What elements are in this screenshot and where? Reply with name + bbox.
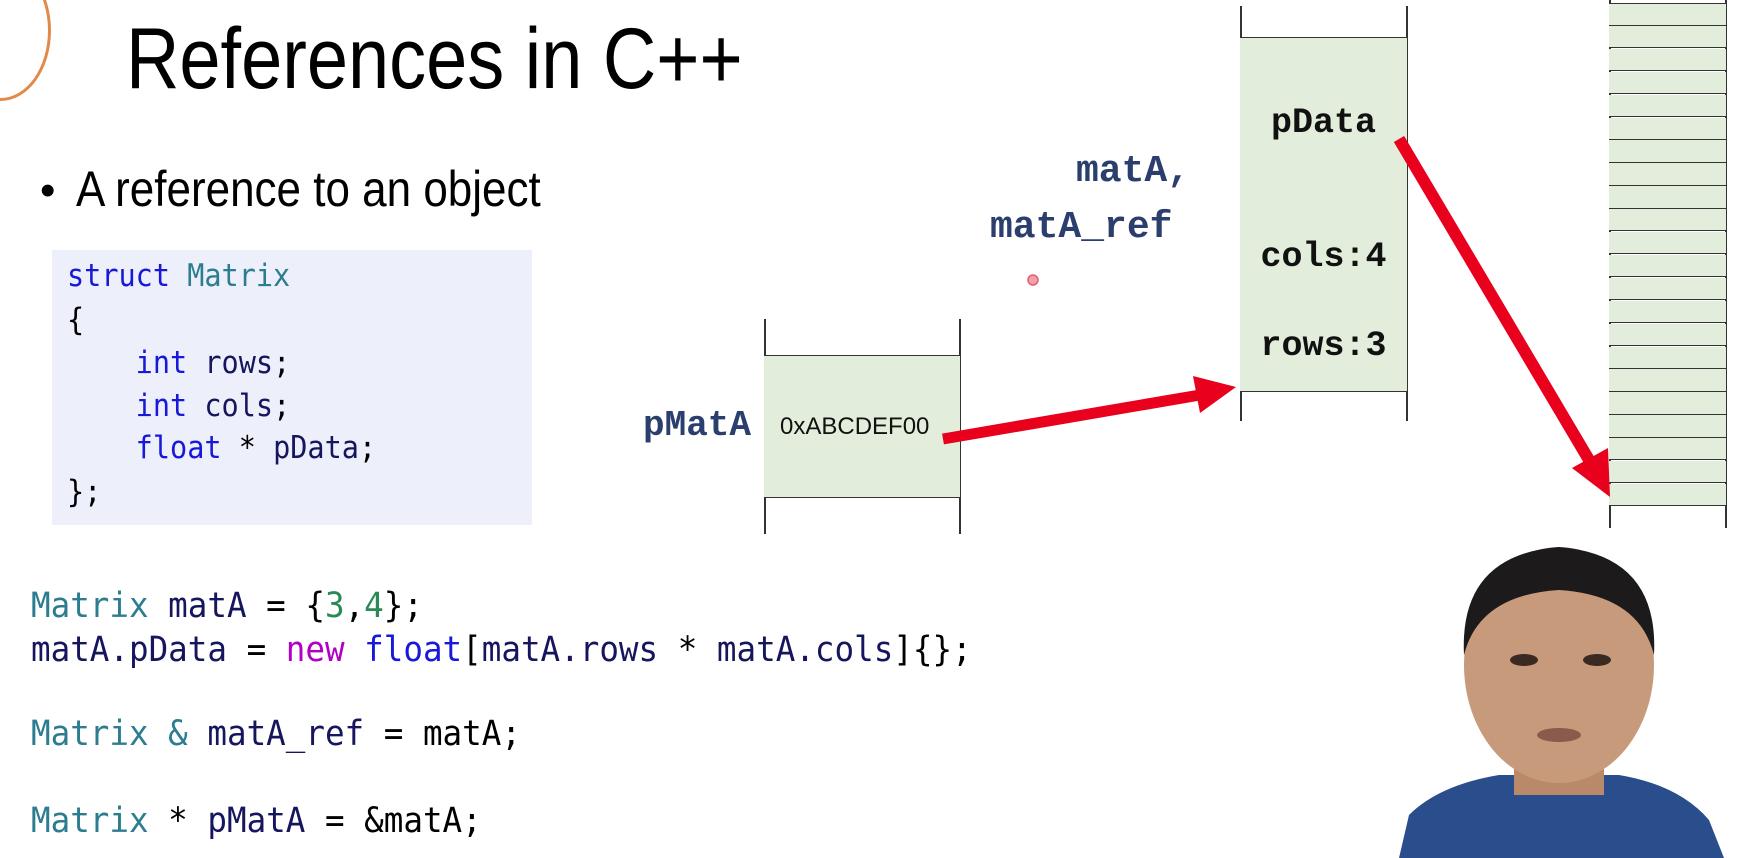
array-cell: [1609, 186, 1726, 209]
field-cols: cols:4: [1260, 237, 1387, 277]
code-token: 4: [364, 586, 384, 626]
array-cell: [1609, 483, 1726, 507]
array-cell: [1609, 25, 1726, 49]
code-token: pData: [273, 430, 359, 466]
object-label-mata-ref: matA_ref: [990, 206, 1173, 249]
code-line: float * pData;: [67, 430, 376, 466]
code-token: = matA;: [364, 714, 521, 754]
array-cell: [1609, 48, 1726, 72]
lecturer-video-inset: [1379, 535, 1743, 858]
array-cell: [1609, 323, 1726, 346]
code-token: matA_ref: [207, 714, 365, 754]
bullet-text: A reference to an object: [76, 161, 541, 217]
code-token: *: [148, 801, 208, 841]
array-cell: [1609, 71, 1726, 95]
array-cell: [1609, 209, 1726, 232]
laser-pointer-dot: [1027, 274, 1039, 286]
code-token: };: [383, 586, 423, 626]
array-cell: [1609, 300, 1726, 324]
code-token: matA.pData: [31, 630, 227, 670]
pointer-arrow: [942, 376, 1236, 445]
object-label-mata: matA,: [1076, 150, 1191, 193]
array-cell: [1609, 163, 1726, 186]
array-cell: [1609, 254, 1726, 278]
matrix-object-cells: pData cols:4 rows:3: [1240, 6, 1408, 421]
array-cell: [1609, 415, 1726, 438]
code-token: matA.rows: [481, 630, 659, 670]
code-line: int cols;: [67, 388, 291, 424]
code-line: Matrix * pMatA = &matA;: [31, 801, 482, 841]
code-token: cols: [187, 388, 274, 424]
struct-code-block: struct Matrix { int rows; int cols; float…: [52, 250, 532, 525]
code-token: int: [67, 345, 188, 381]
code-token: pMatA: [207, 801, 306, 841]
pointer-value: 0xABCDEF00: [780, 413, 930, 440]
array-cell: [1609, 117, 1726, 140]
code-token: =: [226, 630, 286, 670]
code-line: matA.pData = new float[matA.rows * matA.…: [31, 630, 972, 670]
code-line: {: [67, 302, 84, 338]
code-token: ;: [273, 345, 291, 381]
array-cell: [1609, 232, 1726, 255]
code-line: Matrix & matA_ref = matA;: [31, 714, 521, 754]
code-token: ]{};: [893, 630, 972, 670]
array-cell: [1609, 369, 1726, 392]
code-line: int rows;: [67, 345, 291, 381]
code-token: ,: [344, 586, 365, 626]
pointer-label: pMatA: [643, 405, 752, 446]
array-cell: [1609, 438, 1726, 461]
code-token: rows: [187, 345, 274, 381]
code-token: Matrix: [31, 714, 149, 754]
code-token: [: [462, 630, 482, 670]
field-rows: rows:3: [1260, 326, 1387, 366]
code-token: };: [67, 474, 102, 510]
pointer-cell: 0xABCDEF00: [764, 319, 961, 534]
code-token: {: [67, 302, 85, 338]
array-cell: [1609, 461, 1726, 484]
lecturer-image: [1379, 535, 1743, 858]
code-token: float: [344, 630, 463, 670]
code-token: = {: [246, 586, 325, 626]
code-token: matA: [148, 586, 247, 626]
code-token: int: [67, 388, 188, 424]
bullet-marker: •: [40, 166, 56, 215]
code-line: };: [67, 474, 101, 510]
code-token: *: [221, 430, 274, 466]
code-line: struct Matrix: [67, 258, 290, 294]
code-token: Matrix: [187, 258, 291, 294]
code-token: ;: [358, 430, 377, 466]
array-cell: [1609, 392, 1726, 415]
code-token: new: [285, 630, 345, 670]
code-token: = &matA;: [305, 801, 482, 841]
code-token: matA.cols: [716, 630, 894, 670]
array-cell: [1609, 277, 1726, 301]
array-cell: [1609, 346, 1726, 369]
code-token: struct: [67, 258, 171, 294]
field-pdata: pData: [1270, 103, 1377, 143]
slide-title: References in C++: [126, 11, 743, 107]
code-token: ;: [273, 388, 291, 424]
array-cell: [1609, 3, 1726, 27]
code-token: Matrix: [31, 586, 149, 626]
code-token: *: [658, 630, 717, 670]
code-token: 3: [324, 586, 345, 626]
code-token: &: [148, 714, 208, 754]
array-cell: [1609, 140, 1726, 163]
code-token: float: [67, 430, 222, 466]
code-token: Matrix: [31, 801, 149, 841]
code-line: Matrix matA = {3,4};: [31, 586, 423, 626]
pdata-arrow: [1393, 135, 1610, 497]
float-array-cells: [1609, 0, 1727, 528]
array-cell: [1609, 94, 1726, 117]
